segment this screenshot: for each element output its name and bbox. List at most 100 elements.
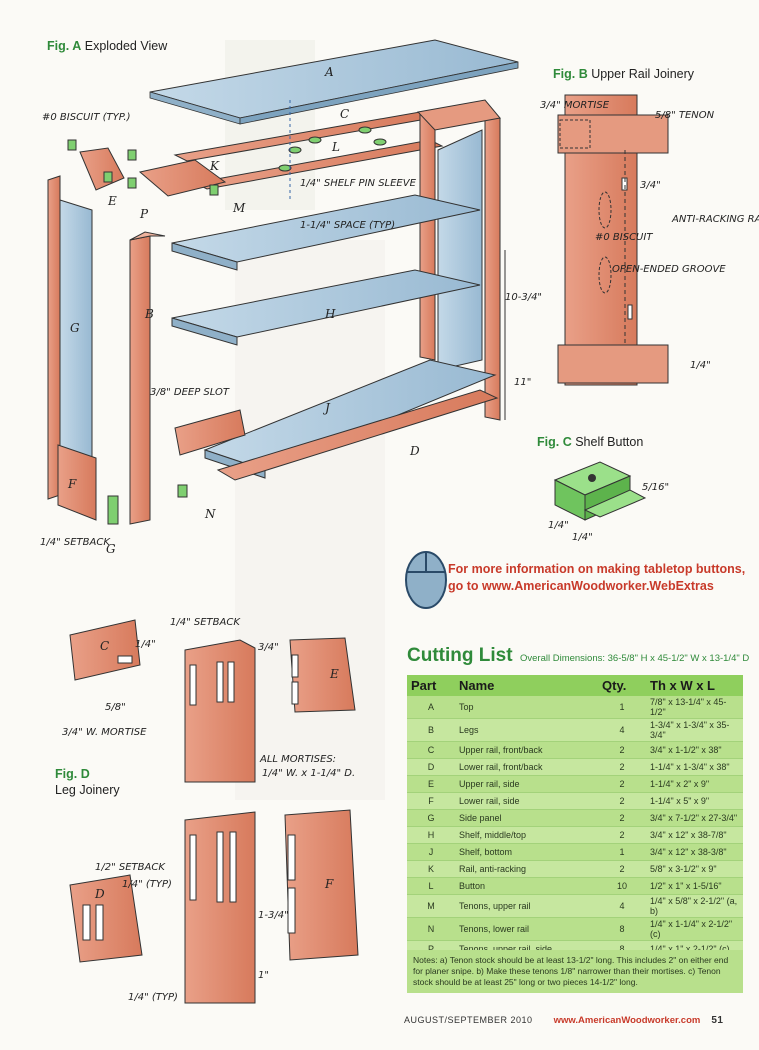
cell-name: Tenons, upper rail	[455, 894, 598, 918]
shelf-j	[203, 359, 497, 471]
info-line2: go to www.AmericanWoodworker.WebExtras	[448, 579, 714, 593]
label-a: A	[324, 65, 334, 79]
annot-d-d2: 3/4"	[258, 642, 279, 653]
cell-qty: 4	[598, 718, 646, 742]
label-g2: G	[106, 542, 116, 556]
cell-dims: 3/4" x 12" x 38-3/8"	[646, 843, 743, 861]
cell-part: N	[407, 917, 455, 941]
fig-a-title: Fig. A Exploded View	[47, 39, 168, 53]
cell-name: Shelf, middle/top	[455, 826, 598, 844]
d-label-c: C	[100, 639, 109, 653]
annot-h-dim2: 11"	[514, 377, 531, 388]
label-b: B	[144, 307, 154, 321]
cell-dims: 5/8" x 3-1/2" x 9"	[646, 860, 743, 878]
cell-part: E	[407, 775, 455, 793]
cell-qty: 2	[598, 758, 646, 776]
cell-part: A	[407, 696, 455, 719]
cell-qty: 2	[598, 775, 646, 793]
annot-d-d3: 5/8"	[105, 702, 126, 713]
cutting-list-dims: Overall Dimensions: 36-5/8" H x 45-1/2" …	[520, 653, 750, 664]
d-label-f: F	[324, 877, 334, 891]
fig-c-title: Fig. C Shelf Button	[537, 435, 644, 449]
cutting-list-notes: Notes: a) Tenon stock should be at least…	[407, 950, 743, 993]
cell-name: Upper rail, front/back	[455, 741, 598, 759]
cell-name: Shelf, bottom	[455, 843, 598, 861]
cell-name: Button	[455, 877, 598, 895]
annot-h-dim: 10-3/4"	[505, 292, 542, 303]
cell-name: Tenons, lower rail	[455, 917, 598, 941]
cell-dims: 3/4" x 12" x 38-7/8"	[646, 826, 743, 844]
col-qty: Qty.	[598, 675, 646, 696]
rail-k	[138, 159, 227, 197]
annot-all-mortises2: 1/4" W. x 1-1/4" D.	[262, 768, 355, 779]
label-m: M	[232, 201, 246, 215]
leg-upper	[184, 639, 256, 783]
webextras-link[interactable]: www.AmericanWoodworker.WebExtras	[482, 579, 714, 593]
annot-groove: OPEN-ENDED GROOVE	[612, 264, 726, 275]
cell-dims: 1-1/4" x 1-3/4" x 38"	[646, 758, 743, 776]
annot-b-biscuit: #0 BISCUIT	[595, 232, 653, 243]
annot-mortise: 3/4" MORTISE	[540, 100, 610, 111]
cell-qty: 2	[598, 792, 646, 810]
leg-lower	[184, 811, 256, 1004]
annot-slot: 3/8" DEEP SLOT	[150, 387, 230, 398]
fig-b-title: Fig. B Upper Rail Joinery	[553, 67, 695, 81]
cell-dims: 1/4" x 5/8" x 2-1/2" (a, b)	[646, 894, 743, 918]
label-c: C	[340, 107, 349, 121]
shelf-button-drawing	[553, 461, 647, 521]
annot-setback: 1/4" SETBACK	[40, 537, 111, 548]
annot-d-typ1: 1/4" (TYP)	[122, 879, 172, 890]
annot-c-d2: 1/4"	[548, 520, 569, 531]
label-j: J	[322, 401, 331, 415]
annot-d-typ2: 1/4" (TYP)	[128, 992, 178, 1003]
annot-c-d1: 5/16"	[642, 482, 669, 493]
cell-name: Upper rail, side	[455, 775, 598, 793]
label-k: K	[209, 159, 220, 173]
cell-qty: 1	[598, 843, 646, 861]
footer-url[interactable]: www.AmericanWoodworker.com	[553, 1015, 701, 1026]
fig-b-drawing	[557, 94, 669, 386]
cell-dims: 1/4" x 1-1/4" x 2-1/2" (c)	[646, 917, 743, 941]
cell-name: Lower rail, side	[455, 792, 598, 810]
cell-part: H	[407, 826, 455, 844]
cell-dims: 3/4" x 1-1/2" x 38"	[646, 741, 743, 759]
cell-part: G	[407, 809, 455, 827]
cell-qty: 1	[598, 696, 646, 719]
cell-qty: 8	[598, 917, 646, 941]
cell-part: L	[407, 877, 455, 895]
page-footer: AUGUST/SEPTEMBER 2010 www.AmericanWoodwo…	[404, 1015, 723, 1026]
cell-part: K	[407, 860, 455, 878]
page-number: 51	[711, 1015, 724, 1026]
label-g: G	[70, 321, 80, 335]
cell-dims: 1-1/4" x 5" x 9"	[646, 792, 743, 810]
lower-side-rail-f	[57, 444, 97, 521]
cell-name: Lower rail, front/back	[455, 758, 598, 776]
label-e: E	[107, 194, 117, 208]
cell-qty: 2	[598, 809, 646, 827]
label-n: N	[204, 507, 216, 521]
annot-c-d3: 1/4"	[572, 532, 593, 543]
col-dims: Th x W x L	[646, 675, 743, 696]
annot-d-d4: 1-3/4"	[258, 910, 289, 921]
cell-qty: 2	[598, 860, 646, 878]
annot-space: 1-1/4" SPACE (TYP)	[300, 220, 395, 231]
annot-d-d1: 1/4"	[135, 639, 156, 650]
cell-part: C	[407, 741, 455, 759]
info-callout: For more information on making tabletop …	[448, 561, 748, 595]
